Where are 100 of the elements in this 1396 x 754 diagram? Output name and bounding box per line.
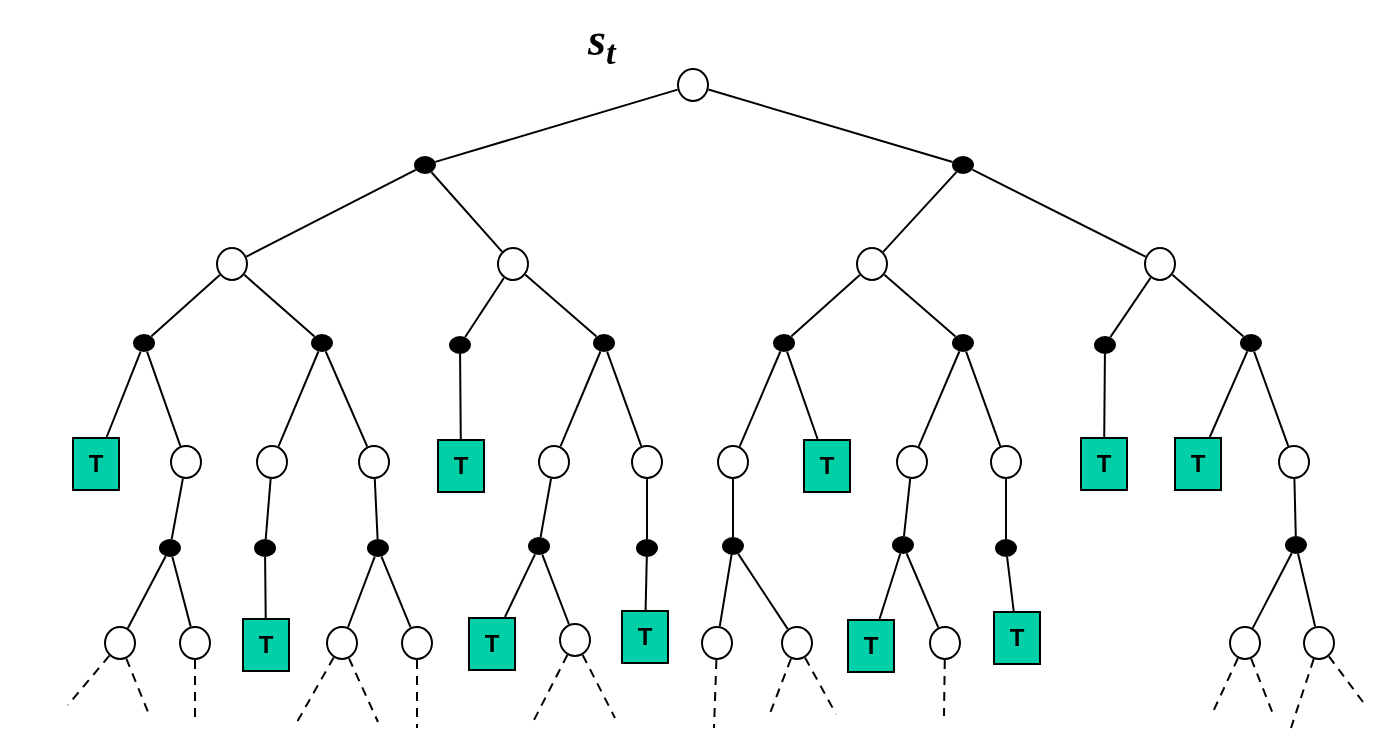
terminal-box: [437, 439, 485, 493]
state-circle: [781, 626, 813, 660]
terminal-box: [1174, 437, 1222, 491]
tree-edge: [277, 350, 320, 448]
tree-edge: [539, 477, 552, 539]
action-dot: [892, 536, 914, 554]
tree-edge: [430, 171, 503, 253]
dashed-branch: [581, 653, 616, 719]
tree-edge: [732, 478, 734, 538]
action-dot: [1285, 536, 1307, 554]
dashed-branch: [347, 657, 379, 723]
tree-edge: [606, 350, 643, 448]
state-label: s$_{t}$: [588, 17, 616, 63]
tree-edge: [971, 168, 1147, 258]
action-dot: [952, 156, 974, 174]
tree-edge: [1293, 478, 1297, 537]
tree-edge: [1297, 552, 1317, 628]
tree-edge: [737, 552, 789, 631]
tree-edge: [245, 168, 417, 258]
tree-edge: [150, 273, 221, 338]
tree-edge: [1251, 552, 1293, 630]
tree-edge: [126, 555, 167, 630]
tree-edge: [559, 350, 602, 448]
action-dot: [367, 539, 389, 557]
tree-edge: [883, 273, 957, 338]
state-circle: [326, 626, 358, 660]
state-circle: [856, 247, 888, 281]
tree-edge: [917, 350, 961, 448]
dashed-branch: [296, 656, 335, 723]
action-dot: [133, 334, 155, 352]
tree-edge: [786, 350, 819, 440]
tree-edge: [738, 350, 782, 448]
dashed-branch: [416, 659, 418, 729]
state-circle: [170, 445, 202, 479]
tree-edge: [905, 552, 940, 629]
action-dot: [593, 334, 615, 352]
state-circle: [1278, 445, 1310, 479]
state-circle: [401, 626, 433, 660]
tree-edge: [264, 556, 267, 619]
state-circle: [179, 626, 211, 660]
tree-edge: [1109, 276, 1152, 339]
action-dot: [636, 539, 658, 557]
terminal-box: [803, 439, 851, 493]
state-circle: [717, 445, 749, 479]
tree-edge: [146, 350, 182, 448]
action-dot: [254, 539, 276, 557]
tree-edge: [170, 477, 184, 541]
dashed-branch: [125, 657, 149, 713]
terminal-label: T: [88, 452, 104, 476]
tree-edge: [965, 350, 1002, 448]
terminal-box: [1080, 437, 1128, 491]
terminal-label: T: [863, 634, 879, 658]
action-dot: [773, 334, 795, 352]
tree-edge: [1208, 350, 1249, 438]
state-circle: [631, 445, 663, 479]
tree-edge: [434, 88, 679, 163]
dashed-branch: [943, 659, 946, 717]
terminal-box: [468, 617, 516, 671]
tree-edge: [1103, 353, 1106, 438]
action-dot: [414, 156, 436, 174]
state-circle: [1303, 626, 1335, 660]
state-circle: [701, 626, 733, 660]
tree-edge: [1005, 478, 1007, 540]
dashed-branch: [1327, 655, 1364, 703]
terminal-label: T: [819, 454, 835, 478]
dashed-branch: [67, 654, 111, 706]
tree-edge: [718, 553, 733, 628]
state-circle: [358, 445, 390, 479]
state-circle: [104, 626, 136, 660]
state-circle: [256, 445, 288, 479]
terminal-label: T: [453, 454, 469, 478]
terminal-label: T: [1190, 452, 1206, 476]
tree-edge: [902, 477, 912, 538]
tree-edge: [878, 552, 902, 620]
tree-edge: [1006, 555, 1015, 612]
state-circle: [538, 445, 570, 479]
tree-edge: [171, 555, 192, 628]
action-dot: [952, 334, 974, 352]
tree-edge: [380, 555, 412, 629]
terminal-box: [72, 437, 120, 491]
terminal-label: T: [1096, 452, 1112, 476]
dashed-branch: [713, 659, 718, 729]
tree-edge: [243, 273, 316, 338]
tree-edge: [646, 478, 648, 540]
terminal-box: [993, 611, 1041, 665]
tree-edge: [1253, 350, 1290, 448]
action-dot: [449, 336, 471, 354]
state-circle: [1144, 247, 1176, 281]
action-dot: [1240, 334, 1262, 352]
tree-edge: [790, 273, 861, 338]
tree-edge: [464, 276, 505, 339]
action-dot: [1094, 336, 1116, 354]
action-dot: [159, 539, 181, 557]
state-circle: [1229, 626, 1261, 660]
tree-edge: [347, 555, 376, 629]
tree-edge: [264, 477, 272, 540]
tree-edge: [503, 553, 536, 618]
dashed-branch: [532, 653, 569, 723]
dashed-branch: [1290, 658, 1315, 729]
terminal-label: T: [484, 632, 500, 656]
